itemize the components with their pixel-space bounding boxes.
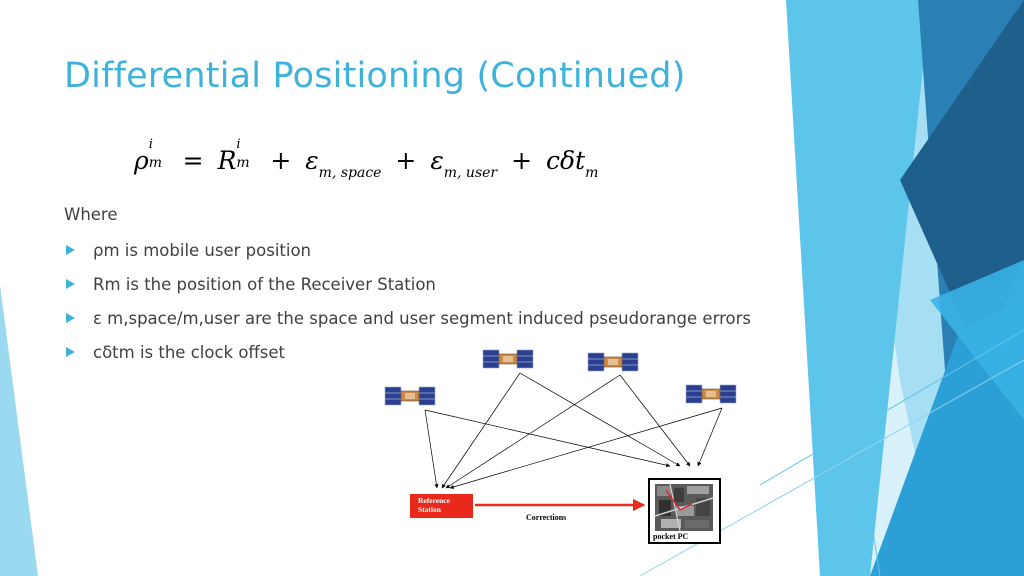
clock-subscript: m <box>585 165 599 181</box>
satellite-icon <box>384 386 436 406</box>
triangle-bullet-icon <box>66 279 75 289</box>
bullet-item: ε m,space/m,user are the space and user … <box>64 307 764 330</box>
bullet-text: Rm is the position of the Receiver Stati… <box>93 275 436 294</box>
reference-station-box <box>410 494 473 518</box>
epsilon-space-subscript: m, space <box>318 165 382 181</box>
deco-facet-mid <box>930 260 1024 420</box>
epsilon-symbol: ε <box>430 146 444 175</box>
triangle-bullet-icon <box>66 313 75 323</box>
epsilon-user-subscript: m, user <box>443 165 498 181</box>
satellite-icon <box>685 384 737 404</box>
deco-facet-dark <box>900 0 1024 360</box>
equals-sign: = <box>182 146 204 175</box>
bullet-item: Rm is the position of the Receiver Stati… <box>64 273 764 296</box>
r-symbol: R <box>217 146 237 175</box>
bullet-text: cδtm is the clock offset <box>93 343 286 362</box>
epsilon-symbol: ε <box>305 146 319 175</box>
bullet-item: cδtm is the clock offset <box>64 341 764 364</box>
rho-superscript: i <box>148 137 153 152</box>
rho-subscript: m <box>148 155 162 171</box>
deco-line-1 <box>789 0 881 576</box>
deco-facet-cyan <box>786 0 930 576</box>
r-subscript: m <box>236 155 250 171</box>
bullet-text: ε m,space/m,user are the space and user … <box>93 309 751 328</box>
where-label: Where <box>64 205 118 224</box>
plus-sign: + <box>395 146 417 175</box>
plus-sign: + <box>270 146 292 175</box>
left-accent-shape <box>0 285 38 576</box>
map-thumbnail-icon <box>654 483 714 532</box>
triangle-bullet-icon <box>66 245 75 255</box>
rho-symbol: ρ <box>134 146 149 175</box>
reference-station-label-1: Reference <box>418 496 451 505</box>
clock-term: cδt <box>545 146 586 175</box>
slide-title: Differential Positioning (Continued) <box>64 56 686 96</box>
plus-sign: + <box>511 146 533 175</box>
bullet-list: ρm is mobile user position Rm is the pos… <box>64 239 764 375</box>
r-superscript: i <box>236 137 241 152</box>
satellite-icon <box>587 352 639 372</box>
dgps-diagram: Reference Station Corrections pocket PC <box>384 349 737 544</box>
triangle-bullet-icon <box>66 347 75 357</box>
pocket-pc-label: pocket PC <box>653 532 689 541</box>
bullet-item: ρm is mobile user position <box>64 239 764 262</box>
deco-line-2 <box>759 329 1024 486</box>
reference-station-label-2: Station <box>418 505 442 514</box>
bullet-text: ρm is mobile user position <box>93 241 312 260</box>
satellite-icon <box>482 349 534 369</box>
corrections-label: Corrections <box>526 513 566 522</box>
signal-lines <box>424 372 723 489</box>
